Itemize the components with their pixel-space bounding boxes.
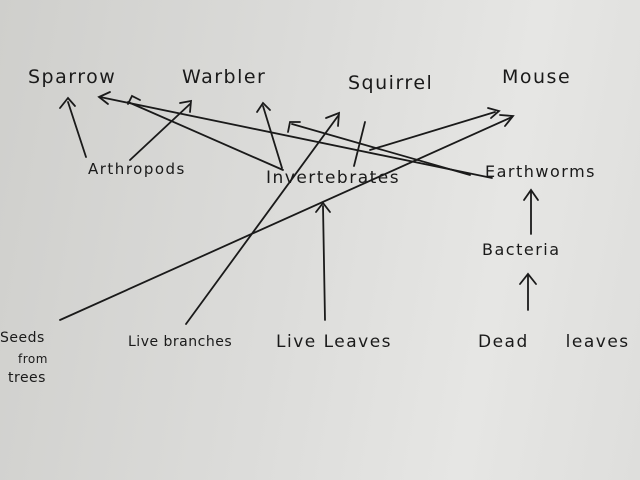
node-live-branches: Live branches [128, 334, 233, 350]
node-seeds-line2: from [18, 352, 48, 366]
node-seeds-line1: Seeds [0, 330, 45, 346]
edge-branches-squirrel [185, 111, 341, 325]
node-squirrel: Squirrel [348, 72, 434, 94]
node-bacteria: Bacteria [482, 240, 561, 259]
node-mouse: Mouse [502, 66, 572, 88]
edge-earthworms-squirrel [287, 121, 471, 176]
edge-invertebrates-mouse [369, 107, 501, 151]
edge-arthropods-sparrow [59, 96, 87, 158]
node-seeds-line3: trees [8, 370, 46, 386]
edge-bacteria-earthworms [523, 188, 539, 235]
node-invertebrates: Invertebrates [266, 168, 401, 188]
node-earthworms: Earthworms [485, 162, 596, 181]
edge-invertebrates-warbler [256, 101, 283, 169]
node-dead-leaves: Dead leaves [478, 332, 630, 352]
node-arthropods: Arthropods [88, 160, 186, 178]
edge-seeds-mouse [59, 114, 515, 321]
node-live-leaves: Live Leaves [276, 332, 393, 352]
edge-deadleaves-bacteria [519, 272, 537, 311]
node-sparrow: Sparrow [28, 66, 117, 88]
edge-earthworms-sparrow [97, 91, 493, 179]
edge-liveleaves-invertebrates [315, 201, 331, 321]
node-warbler: Warbler [182, 66, 267, 88]
edge-invertebrates-sparrow [127, 101, 284, 171]
